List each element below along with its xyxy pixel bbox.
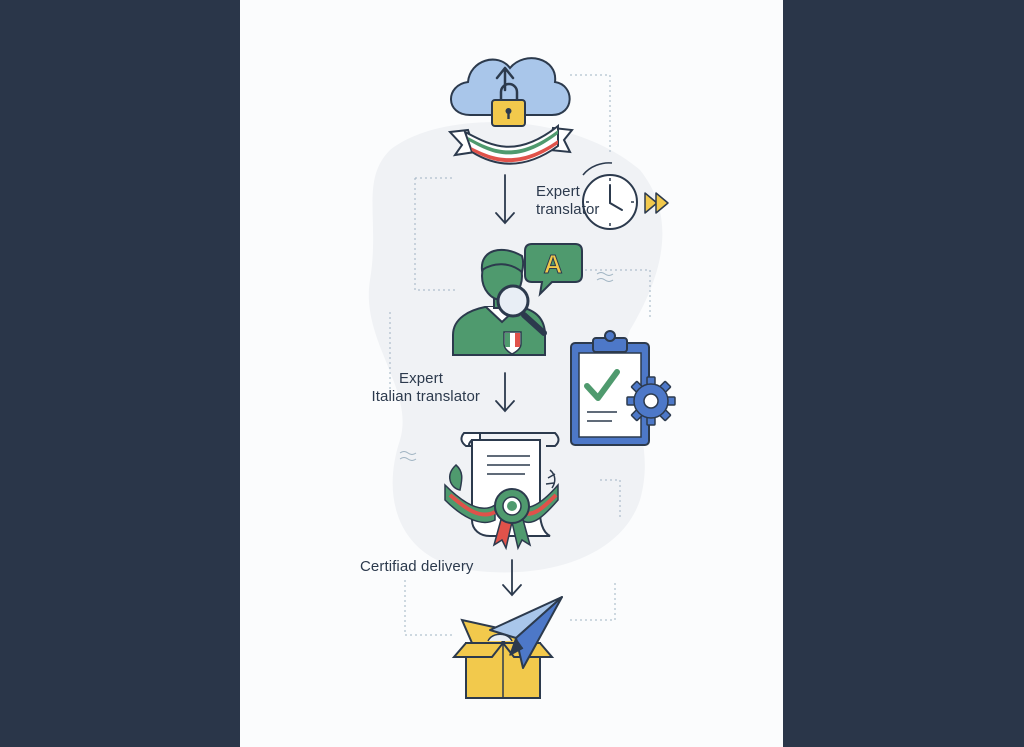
gear-icon <box>626 376 676 426</box>
flow-arrow-1 <box>495 174 515 225</box>
label-expert-italian-translator: Expert Italian translator <box>352 370 480 406</box>
label-expert-translator: Expert translator <box>536 183 600 219</box>
label-expert-translator-line2: translator <box>536 201 600 218</box>
rosette-icon <box>492 488 532 551</box>
cloud-upload-icon <box>450 57 571 116</box>
label-expert-italian-line2: Italian translator <box>371 388 480 405</box>
lock-icon <box>491 82 526 127</box>
label-expert-translator-line1: Expert <box>536 183 580 200</box>
italian-ribbon-icon <box>447 123 574 165</box>
diagram-panel: A <box>240 0 783 747</box>
label-certified-delivery: Certifiad delivery <box>360 558 474 575</box>
speech-bubble-icon: A <box>524 243 583 297</box>
magnifier-icon <box>496 284 547 336</box>
dotted-connectors <box>389 74 651 636</box>
clipboard-check-icon <box>570 330 650 446</box>
workflow-diagram: A <box>368 57 676 699</box>
fast-forward-icon <box>644 192 669 214</box>
flow-arrow-3 <box>502 559 522 597</box>
wave-marks <box>399 272 614 461</box>
italy-flag-badge-icon <box>503 331 522 355</box>
paper-plane-icon <box>489 596 563 669</box>
flow-arrow-2 <box>495 372 515 413</box>
label-expert-italian-line1: Expert <box>399 370 443 387</box>
clock-icon <box>582 162 638 230</box>
open-box-icon <box>451 618 555 699</box>
speech-bubble-letter: A <box>544 249 563 279</box>
